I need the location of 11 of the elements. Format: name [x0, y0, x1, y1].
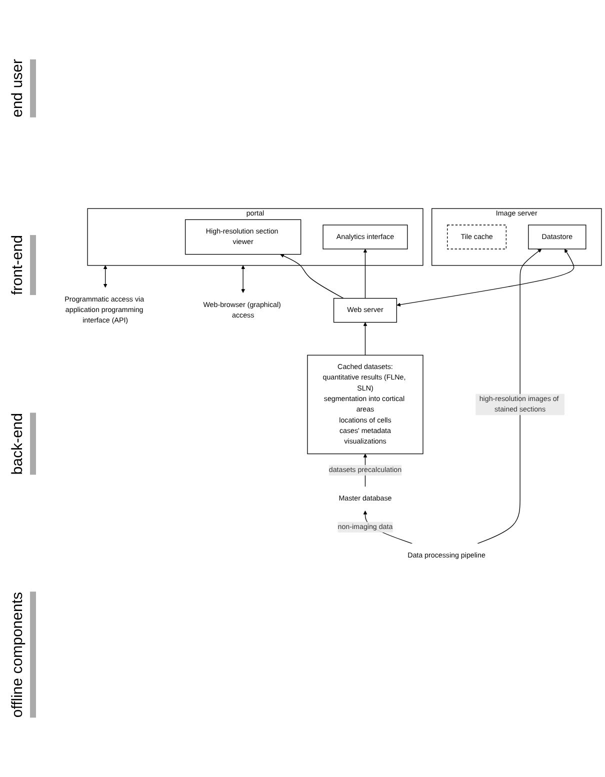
arrow	[363, 249, 368, 300]
arrow	[363, 322, 368, 356]
arrow	[477, 249, 542, 544]
lane-label: offline components	[8, 592, 36, 718]
lane-label: front-end	[8, 235, 36, 296]
lane-label: back-end	[8, 412, 36, 475]
arrow	[396, 249, 574, 308]
lane-label: end user	[8, 58, 36, 118]
arrow	[103, 266, 108, 288]
arrow	[280, 254, 344, 300]
arrow	[241, 266, 246, 294]
